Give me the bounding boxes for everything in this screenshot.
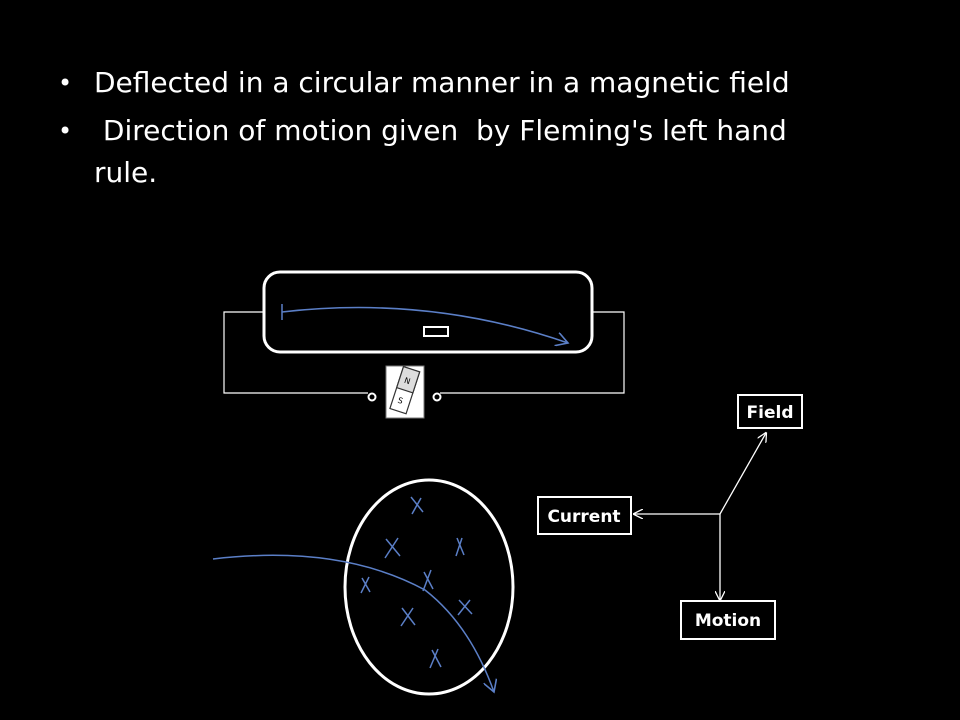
terminal-left (367, 392, 377, 402)
tube-anode (423, 326, 449, 337)
motion-label: Motion (695, 611, 761, 631)
bullet-item: • Direction of motion given by Fleming's… (58, 110, 858, 194)
field-into-page-mark (455, 537, 465, 557)
bullet-item: • Deflected in a circular manner in a ma… (58, 62, 858, 104)
bullet-list: • Deflected in a circular manner in a ma… (58, 62, 858, 200)
bullet-text: Deflected in a circular manner in a magn… (94, 66, 790, 99)
field-into-page-mark (384, 537, 401, 559)
field-label-box: Field (737, 394, 803, 429)
bar-magnet: N S (385, 365, 425, 419)
motion-label-box: Motion (680, 600, 776, 640)
terminal-right (432, 392, 442, 402)
current-label: Current (547, 507, 620, 527)
magnet-north-label: N (403, 376, 411, 386)
bullet-dot: • (58, 117, 73, 145)
bullet-text: Direction of motion given by Fleming's l… (94, 114, 796, 189)
bullet-dot: • (58, 69, 73, 97)
field-label: Field (747, 403, 794, 423)
cathode-ray-tube (262, 270, 594, 354)
field-region-ellipse (343, 478, 515, 696)
field-into-page-mark (360, 576, 371, 594)
deflected-electron-path (212, 554, 494, 692)
current-label-box: Current (537, 496, 632, 535)
flemings-axes: Field Current Motion (537, 394, 803, 640)
magnet-south-label: S (397, 396, 405, 406)
electron-beam (281, 306, 568, 343)
field-arrow (719, 433, 766, 515)
magnetic-field-region (212, 478, 515, 696)
field-into-page-mark (410, 496, 424, 515)
field-into-page-mark (422, 569, 434, 592)
field-into-page-mark (457, 599, 473, 616)
field-into-page-mark (400, 607, 416, 627)
field-into-page-mark (429, 648, 442, 669)
circuit-wires (223, 311, 625, 402)
